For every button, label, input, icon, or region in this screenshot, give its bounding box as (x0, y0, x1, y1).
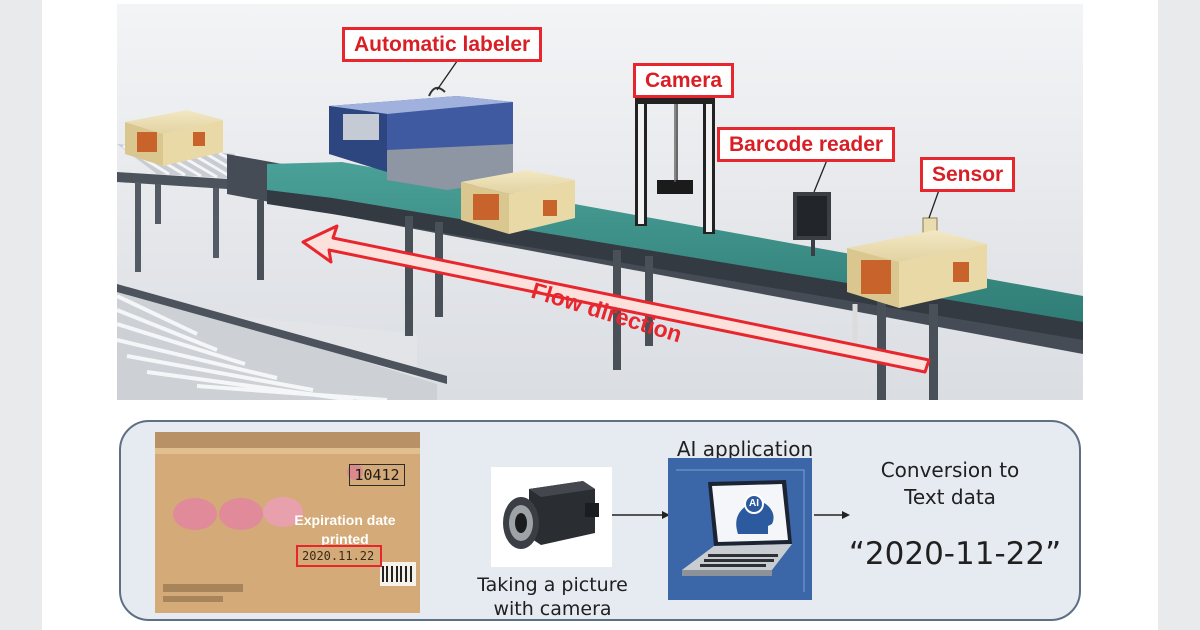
result-text: “2020-11-22” (848, 536, 1062, 572)
labeler-machine (329, 86, 513, 190)
ai-application-image: AI (668, 458, 812, 600)
lot-number: 10412 (349, 464, 405, 486)
printed-date-text: 2020.11.22 (302, 549, 375, 563)
ai-application-caption: AI application (676, 437, 814, 461)
callout-barcode-reader: Barcode reader (717, 127, 896, 162)
arrow-ai-to-text (814, 511, 850, 519)
conversion-caption: Conversion to Text data (880, 458, 1020, 509)
box-left (125, 110, 223, 166)
arrow-camera-to-ai (612, 511, 670, 519)
barcode-reader-device (793, 192, 831, 256)
conveyor-scene (117, 4, 1083, 400)
roller-conveyor-lower (117, 284, 447, 400)
callout-sensor: Sensor (920, 157, 1016, 192)
ai-icon: AI (749, 498, 759, 509)
expiration-date-label: Expiration date printed (294, 512, 396, 547)
flow-direction-arrow (301, 224, 931, 374)
camera-gantry (635, 96, 715, 234)
box-middle (461, 170, 575, 234)
expiration-date-highlight: 2020.11.22 (296, 545, 382, 567)
camera-image (491, 467, 612, 567)
box-photo (155, 432, 420, 613)
callout-automatic-labeler: Automatic labeler (342, 27, 543, 62)
camera-caption: Taking a picture with camera (477, 574, 628, 620)
callout-camera: Camera (633, 63, 735, 98)
box-right (847, 230, 987, 344)
